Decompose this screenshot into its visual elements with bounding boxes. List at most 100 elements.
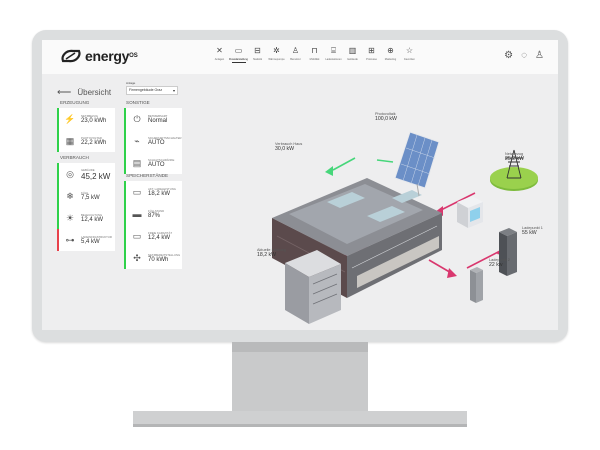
speicher-tile[interactable]: ▭Freie Kapazität12,4 kW	[124, 225, 182, 247]
erzeugung-tile[interactable]: ▦Photovoltaik22,2 kWh	[57, 130, 115, 152]
verbrauch-tile[interactable]: ❄ Kühl7,5 kW	[57, 185, 115, 207]
erzeugung-card: ⚡Netzbezug23,0 kWh▦Photovoltaik22,2 kWh	[57, 108, 115, 152]
fan-icon: ✲	[273, 46, 280, 55]
nav-item-marketing[interactable]: ⊕Marketing	[381, 46, 400, 63]
nav-item-flussdarstellung[interactable]: ▭ Flussdarstellung	[229, 46, 248, 63]
speicher-tile[interactable]: ▬Füllstand87%	[124, 203, 182, 225]
lp1-label-block: Ladepunkt 1 55 kW	[522, 226, 543, 236]
speicher-tile[interactable]: ▭Akt. Ladeleistung18,2 kW	[124, 181, 182, 203]
verbrauch-tile[interactable]: ◎Gebäude45,2 kW	[57, 163, 115, 185]
settings-icon[interactable]: ⚙	[504, 50, 514, 61]
tile-text: Beleuchtung12,4 kW	[81, 213, 103, 223]
nav-item-statistik[interactable]: ⊟ Statistik	[248, 46, 267, 63]
logo-mark-icon	[61, 49, 81, 63]
tile-value: 12,4 kW	[81, 217, 104, 223]
status-bar	[57, 108, 59, 130]
status-bar	[57, 163, 59, 185]
monitor-stand-base	[133, 411, 467, 426]
nav-item-favoriten[interactable]: ☆Favoriten	[400, 46, 419, 63]
back-label: Übersicht	[77, 88, 112, 97]
charging-station-2-icon	[470, 267, 483, 303]
nav-label: Benutzer	[290, 58, 301, 61]
sonstige-tile[interactable]: ⏻BetriebsartNormal	[124, 108, 182, 130]
battery-storage-icon	[285, 250, 341, 324]
battery-charge-icon: ▭	[132, 186, 142, 197]
back-arrow-icon: ⟵	[57, 87, 72, 98]
status-bar	[124, 225, 126, 247]
monitor-icon: ▭	[234, 46, 243, 55]
turbine-icon: ✕	[216, 46, 223, 55]
building-icon: ▥	[348, 46, 357, 55]
nav-item-benutzer[interactable]: ♙Benutzer	[286, 46, 305, 63]
main-nav: ✕ Anlagen ▭ Flussdarstellung ⊟ Statistik ✲Wärm…	[210, 46, 419, 63]
lp2-label: Ladepunkt 2	[489, 258, 510, 262]
profile-icon[interactable]: ♙	[535, 50, 544, 61]
verbrauch-tile[interactable]: ☀Beleuchtung12,4 kW	[57, 207, 115, 229]
monitor-stand-shadow	[232, 342, 368, 352]
nav-item-wärmepumpe[interactable]: ✲Wärmepumpe	[267, 46, 286, 63]
verbrauch-tile[interactable]: ⊶Ladeinfrastruktur5,4 kW	[57, 229, 115, 251]
status-bar	[57, 207, 59, 229]
tile-label: Schaltschränke	[148, 158, 175, 162]
charging-station-1-icon	[499, 228, 517, 276]
erzeugung-tile[interactable]: ⚡Netzbezug23,0 kWh	[57, 108, 115, 130]
pv-label: Photovoltaik	[375, 112, 396, 116]
nav-label: Statistik	[252, 58, 263, 61]
cabinet-icon: ▤	[132, 157, 142, 168]
nav-item-ladestationen[interactable]: ⌸Ladestationen	[324, 46, 343, 63]
plant-select[interactable]: Anlage Firmengebäude Graz ▾	[126, 81, 178, 95]
section-speicher: Speicherstände	[126, 173, 169, 178]
inverter-icon	[457, 196, 483, 228]
tile-value: 5,4 kW	[81, 239, 100, 245]
battery-level-icon: ▬	[132, 209, 142, 219]
speicher-tile[interactable]: ✣Netzbereitstellung70 kWh	[124, 247, 182, 269]
sonstige-tile[interactable]: ▤SchaltschränkeAUTO	[124, 152, 182, 174]
nav-item-gebäude[interactable]: ▥Gebäude	[343, 46, 362, 63]
tile-value: Normal	[148, 118, 168, 124]
tile-label: Füllstand	[148, 209, 165, 213]
status-bar	[124, 247, 126, 269]
sonstige-card: ⏻BetriebsartNormal⌁SicherheitsschalterAU…	[124, 108, 182, 174]
tile-label: Netzbezug	[81, 114, 98, 118]
tile-text: Kühl7,5 kW	[81, 191, 100, 201]
pv-flow-arrow-icon	[325, 166, 333, 176]
nav-item-mobilität[interactable]: ⊓Mobilität	[305, 46, 324, 63]
grid-supply-icon: ✣	[133, 252, 141, 263]
energy-flow-diagram: Photovoltaik 100,0 kW Verbrauch Haus 30,…	[217, 98, 547, 326]
tile-label: Ladeinfrastruktur	[81, 235, 112, 239]
flow-illustration	[272, 131, 538, 324]
netz-label: Netzbezug	[505, 152, 524, 156]
nav-label: Flussdarstellung	[229, 58, 248, 61]
charger-icon: ⌸	[331, 46, 336, 55]
nav-label: Anlagen	[214, 58, 225, 61]
lp1-flow-line	[466, 249, 503, 269]
solar-panel-icon	[394, 131, 440, 197]
tile-value: 70 kWh	[148, 257, 169, 263]
plant-select-box[interactable]: Firmengebäude Graz ▾	[126, 86, 178, 95]
pv-label-block: Photovoltaik 100,0 kW	[375, 112, 397, 122]
tile-label: Sicherheitsschalter	[148, 136, 182, 140]
process-icon: ⊞	[368, 46, 375, 55]
tile-label: Gebäude	[81, 167, 95, 172]
tile-label: Akt. Ladeleistung	[148, 187, 176, 191]
monitor-stand-neck	[232, 342, 368, 414]
lp2-label-block: Ladepunkt 2 22 kw	[489, 258, 510, 268]
cooling-icon: ❄	[66, 190, 74, 201]
nav-item-prozesse[interactable]: ⊞Prozesse	[362, 46, 381, 63]
nav-item-anlagen[interactable]: ✕ Anlagen	[210, 46, 229, 63]
status-bar	[57, 229, 59, 251]
netz-label-block: Netzbezug 25,2 kW	[505, 152, 524, 162]
sonstige-tile[interactable]: ⌁SicherheitsschalterAUTO	[124, 130, 182, 152]
power-icon: ⏻	[133, 113, 141, 124]
storage-value: 18,2 kW	[257, 252, 277, 258]
netz-value: 25,2 kW	[505, 156, 525, 162]
chat-icon[interactable]: ◌	[521, 50, 528, 61]
solar-panel-icon: ▦	[65, 135, 75, 146]
tile-text: Gebäude45,2 kW	[81, 168, 110, 181]
marketing-icon: ⊕	[387, 46, 394, 55]
back-button[interactable]: ⟵ Übersicht	[57, 87, 111, 98]
pv-value: 100,0 kW	[375, 116, 397, 122]
car-icon: ⊟	[254, 46, 261, 55]
tile-value: 45,2 kW	[81, 171, 111, 181]
